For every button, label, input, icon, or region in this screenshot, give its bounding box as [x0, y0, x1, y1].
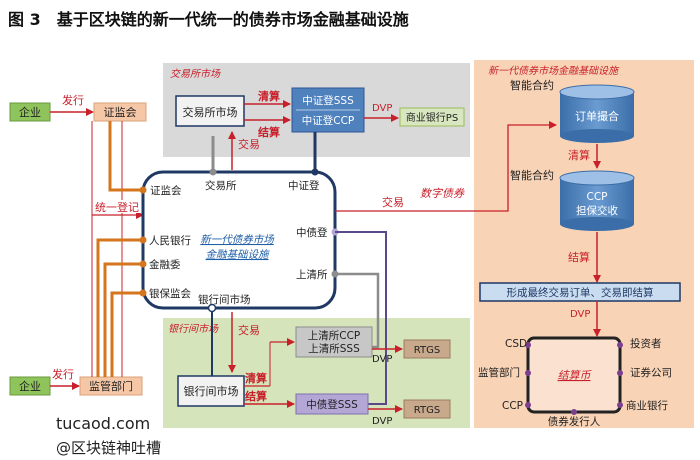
smart-contract-2-label: 智能合约 [510, 168, 554, 182]
hub-pboc-label: 人民银行 [149, 234, 191, 247]
new-infra-region-label: 新一代债券市场金融基础设施 [488, 65, 620, 77]
enterprise-bottom-label: 企业 [19, 379, 41, 393]
interbank-node [207, 303, 217, 313]
hub-csdc-label: 中证登 [288, 179, 320, 192]
digital-trade-label: 交易 [382, 195, 404, 209]
rtgs-2-box [403, 399, 451, 419]
shch-ccp-label: 上清所CCP [308, 329, 361, 342]
hub-csrc-label: 证监会 [150, 184, 182, 197]
interbank-market-box-label: 银行间市场 [184, 384, 239, 398]
rtgs-1-box [403, 339, 451, 359]
fsc-node [139, 260, 147, 268]
shch-connector [335, 272, 380, 349]
csrc-top-box [93, 102, 147, 122]
ccdc-connector [335, 231, 387, 405]
ccp-node [525, 402, 531, 408]
investor-label: 投资者 [630, 337, 662, 350]
figure-title: 图 3 基于区块链的新一代统一的债券市场金融基础设施 [8, 10, 409, 29]
exchange-node [209, 168, 217, 176]
csdc-node [311, 168, 319, 176]
csrc-top-label: 证监会 [104, 106, 137, 119]
interbank-market-box [177, 375, 245, 407]
exchange-market-box [175, 95, 245, 127]
right-clearing-label: 清算 [568, 148, 590, 162]
right-dvp-label: DVP [570, 309, 590, 320]
ccp-cylinder [559, 170, 635, 231]
watermark-site: tucaod.com [56, 414, 151, 433]
hub-exchange-label: 交易所 [205, 179, 237, 192]
exchange-dvp-label: DVP [372, 103, 392, 114]
securities-company-node [617, 370, 623, 376]
pboc-node [139, 236, 147, 244]
ccdc-box [295, 393, 369, 415]
hub-cbirc-label: 银保监会 [149, 287, 191, 300]
securities-company-label: 证券公司 [630, 366, 672, 379]
commercial-bank-node [617, 402, 623, 408]
csrc-node [139, 186, 147, 194]
final-order-label: 形成最终交易订单、交易即结算 [507, 286, 654, 299]
regulator-node [525, 370, 531, 376]
ccp-label-line2: 担保交收 [576, 204, 618, 217]
regulator-label: 监管部门 [478, 366, 520, 379]
csrc-link [108, 121, 143, 192]
exchange-market-box-label: 交易所市场 [183, 105, 238, 119]
exchange-trade-label: 交易 [238, 137, 260, 151]
final-order-box [479, 282, 681, 302]
interbank-clearing-label: 清算 [245, 371, 267, 385]
ccp-right-label: CCP [502, 400, 523, 412]
exchange-clearing-label: 清算 [258, 89, 280, 103]
digital-bond-label: 数字债券 [420, 187, 465, 200]
issuer-node [571, 409, 577, 415]
shch-box [295, 326, 373, 358]
ccp-label-line1: CCP [587, 191, 608, 203]
csdc-sss-label: 中证登SSS [302, 94, 354, 107]
exchange-settlement-label: 结算 [257, 125, 280, 139]
commercial-bank-label: 商业银行 [626, 399, 668, 412]
issue-bottom-label: 发行 [52, 367, 74, 381]
issuer-label: 债券发行人 [548, 415, 601, 428]
shch-sss-label: 上清所SSS [308, 342, 360, 355]
rtgs-1-label: RTGS [414, 345, 440, 356]
ccdc-dvp-label: DVP [372, 416, 392, 427]
interbank-region-label: 银行间市场 [168, 323, 219, 335]
csdc-ccp-label: 中证登CCP [302, 114, 355, 127]
shch-dvp-label: DVP [372, 354, 392, 365]
issue-top-label: 发行 [62, 93, 84, 107]
right-settlement-label: 结算 [568, 250, 590, 264]
watermark-handle: @区块链神吐槽 [56, 439, 162, 457]
interbank-settlement-label: 结算 [244, 389, 267, 403]
investor-node [617, 342, 623, 348]
ccdc-sss-label: 中债登SSS [306, 398, 358, 411]
hub-ccdc-label: 中债登 [296, 226, 328, 239]
cbirc-link [110, 291, 140, 377]
settlement-ledger-label: 结算币 [558, 369, 593, 382]
hub-name-line2: 金融基础设施 [206, 249, 270, 261]
commercial-bank-ps-box [399, 107, 465, 127]
cbirc-node [139, 289, 147, 297]
hub-name-line1: 新一代债券市场 [200, 234, 275, 246]
hub-fsc-label: 金融委 [149, 258, 181, 271]
fsc-link [103, 262, 140, 377]
interbank-trade-label: 交易 [238, 323, 260, 337]
unified-registration-label: 统一登记 [95, 200, 139, 214]
csd-node [525, 342, 531, 348]
digital-bond-arrow [335, 121, 557, 212]
hub-shch-label: 上清所 [296, 268, 328, 281]
exchange-region-label: 交易所市场 [170, 68, 221, 80]
regulator-bottom-label: 监管部门 [89, 379, 133, 393]
hub-interbank-label: 银行间市场 [198, 293, 251, 306]
enterprise-top-label: 企业 [19, 105, 41, 119]
rtgs-2-label: RTGS [414, 405, 440, 416]
commercial-bank-ps-label: 商业银行PS [406, 111, 458, 124]
order-matching-cylinder [559, 84, 635, 143]
smart-contract-1-label: 智能合约 [510, 78, 554, 92]
csd-label: CSD [505, 338, 527, 350]
order-matching-label: 订单撮合 [575, 109, 619, 123]
pboc-link [96, 238, 140, 377]
